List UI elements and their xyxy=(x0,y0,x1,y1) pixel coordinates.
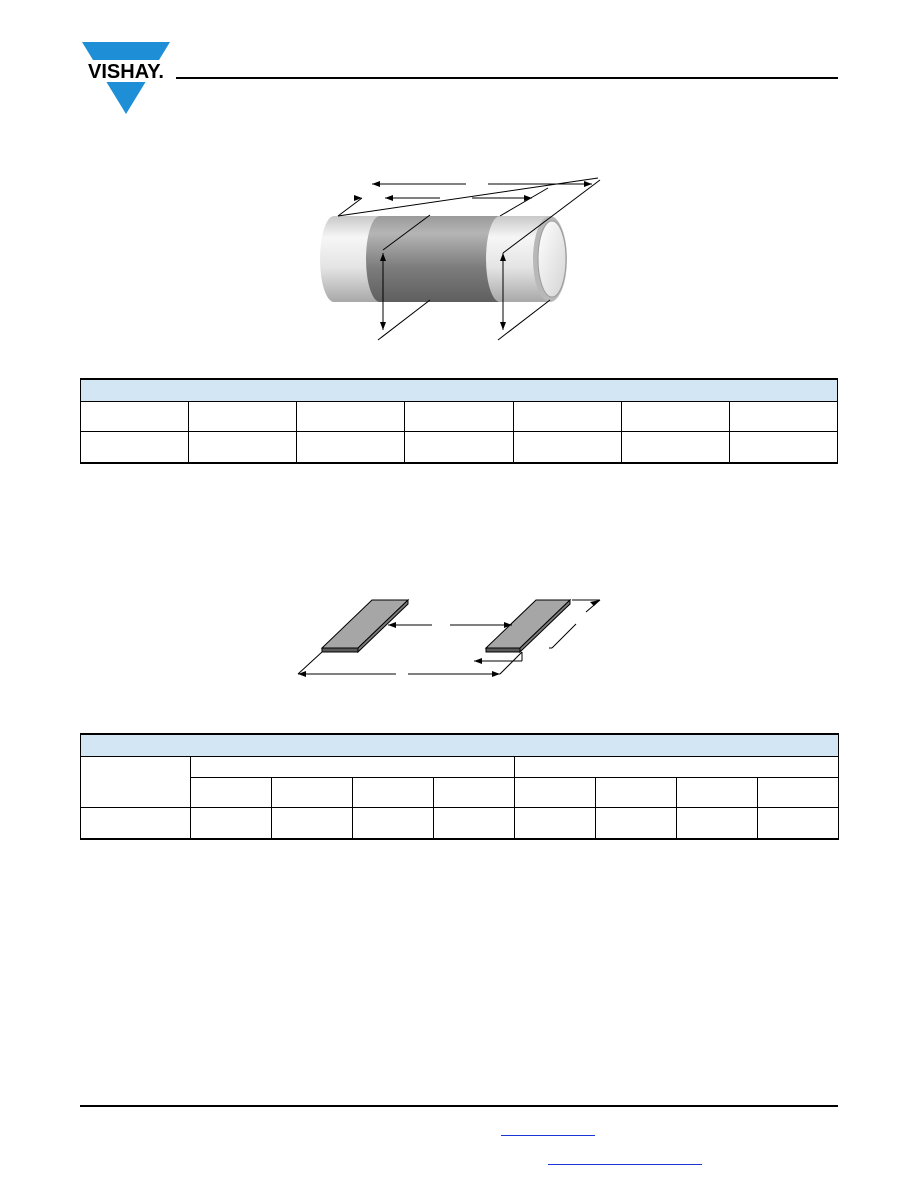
pad-dimensions-table xyxy=(79,733,840,840)
table-cell xyxy=(514,777,596,808)
dimension-lines xyxy=(337,177,601,341)
component-drawing xyxy=(320,177,601,341)
vishay-logo: VISHAY. xyxy=(78,42,174,114)
table-group-header xyxy=(513,756,840,778)
component-dimensions-table xyxy=(79,378,839,464)
table-cell xyxy=(352,777,434,808)
table-cell xyxy=(728,401,839,432)
table-cell xyxy=(271,807,353,840)
table-cell xyxy=(676,777,758,808)
table-cell xyxy=(271,777,353,808)
pad-dimension-lines xyxy=(297,599,601,675)
table-cell xyxy=(80,807,191,840)
table-cell xyxy=(595,807,677,840)
table-cell xyxy=(190,807,272,840)
table-cell xyxy=(352,807,434,840)
table-cell xyxy=(756,807,840,840)
table-cell xyxy=(433,777,515,808)
table-cell xyxy=(595,777,677,808)
resistor-body xyxy=(366,216,500,302)
table-cell xyxy=(404,401,514,432)
table-cell xyxy=(190,777,272,808)
table-title xyxy=(80,378,838,402)
table-cell xyxy=(756,777,840,808)
footer-rule xyxy=(80,1105,838,1107)
logo-text: VISHAY. xyxy=(88,61,164,83)
table-cell xyxy=(404,431,514,464)
table-cell xyxy=(620,401,730,432)
solder-pad-drawing xyxy=(297,598,601,677)
table-cell xyxy=(188,401,298,432)
table-cell xyxy=(80,756,191,808)
table-title xyxy=(79,733,840,757)
table-cell xyxy=(296,401,406,432)
table-cell xyxy=(79,401,190,432)
table-cell xyxy=(188,431,298,464)
right-end-cap xyxy=(486,216,548,302)
table-cell xyxy=(512,401,622,432)
table-cell xyxy=(512,431,622,464)
footer-link-1[interactable] xyxy=(501,1135,595,1136)
header-rule xyxy=(176,77,838,79)
table-cell xyxy=(433,807,515,840)
table-cell xyxy=(79,431,190,464)
table-cell xyxy=(514,807,596,840)
table-cell xyxy=(676,807,758,840)
table-cell xyxy=(620,431,730,464)
footer-link-2[interactable] xyxy=(548,1164,702,1165)
table-cell xyxy=(728,431,839,464)
table-group-header xyxy=(190,756,515,778)
table-cell xyxy=(296,431,406,464)
left-end-cap xyxy=(320,216,380,302)
